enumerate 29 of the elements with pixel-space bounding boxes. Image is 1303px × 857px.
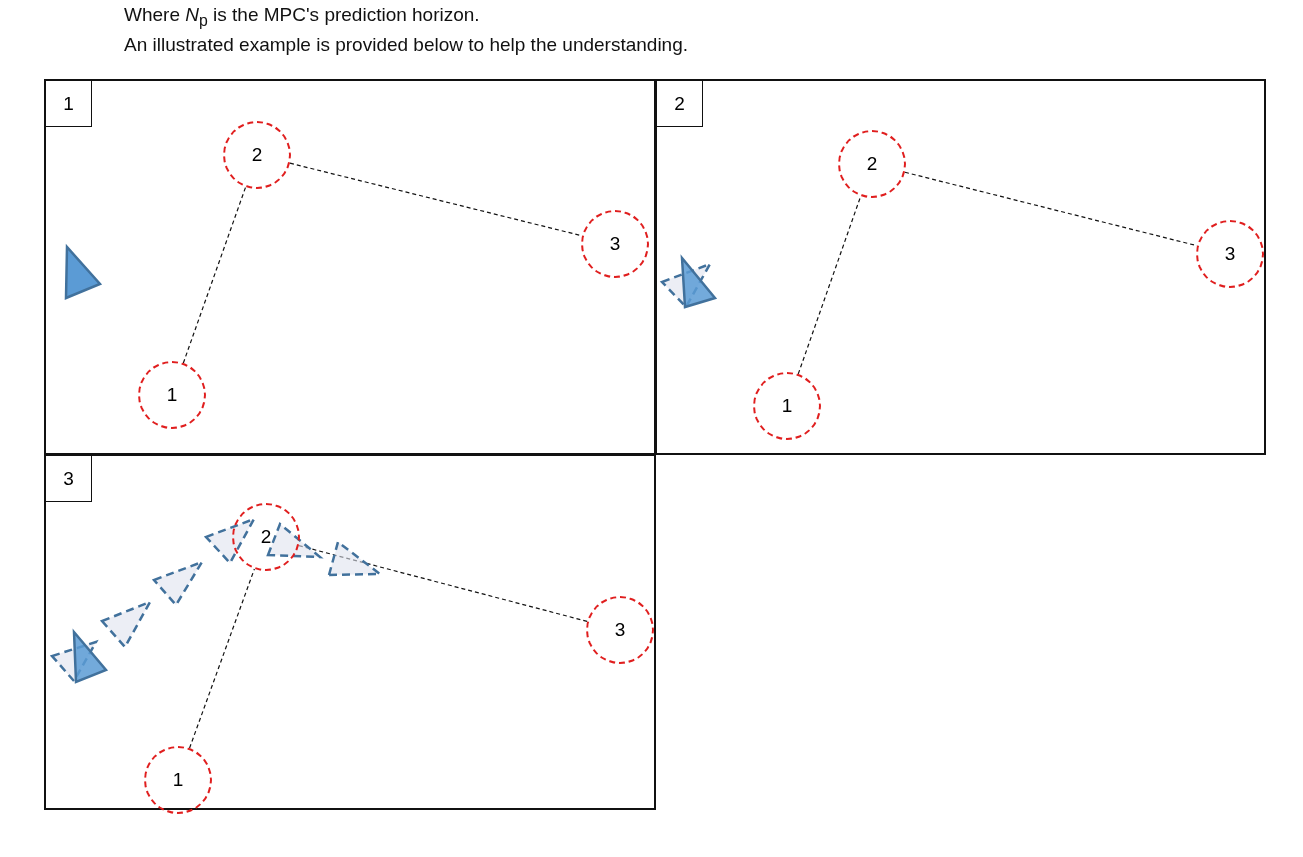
waypoint-number: 3 <box>614 619 626 641</box>
waypoint-circle <box>232 503 300 571</box>
waypoint-number: 1 <box>172 769 184 791</box>
dashed-line <box>797 195 862 375</box>
panel-number-tag: 3 <box>46 456 92 502</box>
dashed-line <box>182 186 247 364</box>
waypoint-circle <box>144 746 212 814</box>
paragraph-text: An illustrated example is provided below to help the understanding. <box>124 34 689 56</box>
waypoint-number: 2 <box>866 153 878 175</box>
paragraph-text: Where N$_{p}$ is the MPC's prediction horizon. <box>124 4 480 30</box>
panel-number-tag: 1 <box>46 81 92 127</box>
waypoint-circle <box>138 361 206 429</box>
panel-number-tag: 2 <box>657 81 703 127</box>
waypoint-circle <box>581 210 649 278</box>
frame-panel <box>44 79 656 455</box>
waypoint-circle <box>223 121 291 189</box>
frame-panel <box>655 79 1266 455</box>
waypoint-number: 2 <box>251 144 263 166</box>
waypoint-circle <box>1196 220 1264 288</box>
waypoint-number: 3 <box>1224 243 1236 265</box>
waypoint-circle <box>753 372 821 440</box>
waypoint-number: 1 <box>166 384 178 406</box>
waypoint-number: 3 <box>609 233 621 255</box>
dashed-line <box>189 568 255 749</box>
waypoint-circle <box>586 596 654 664</box>
dashed-line <box>298 545 588 622</box>
waypoint-number: 2 <box>260 526 272 548</box>
waypoint-number: 1 <box>781 395 793 417</box>
waypoint-circle <box>838 130 906 198</box>
